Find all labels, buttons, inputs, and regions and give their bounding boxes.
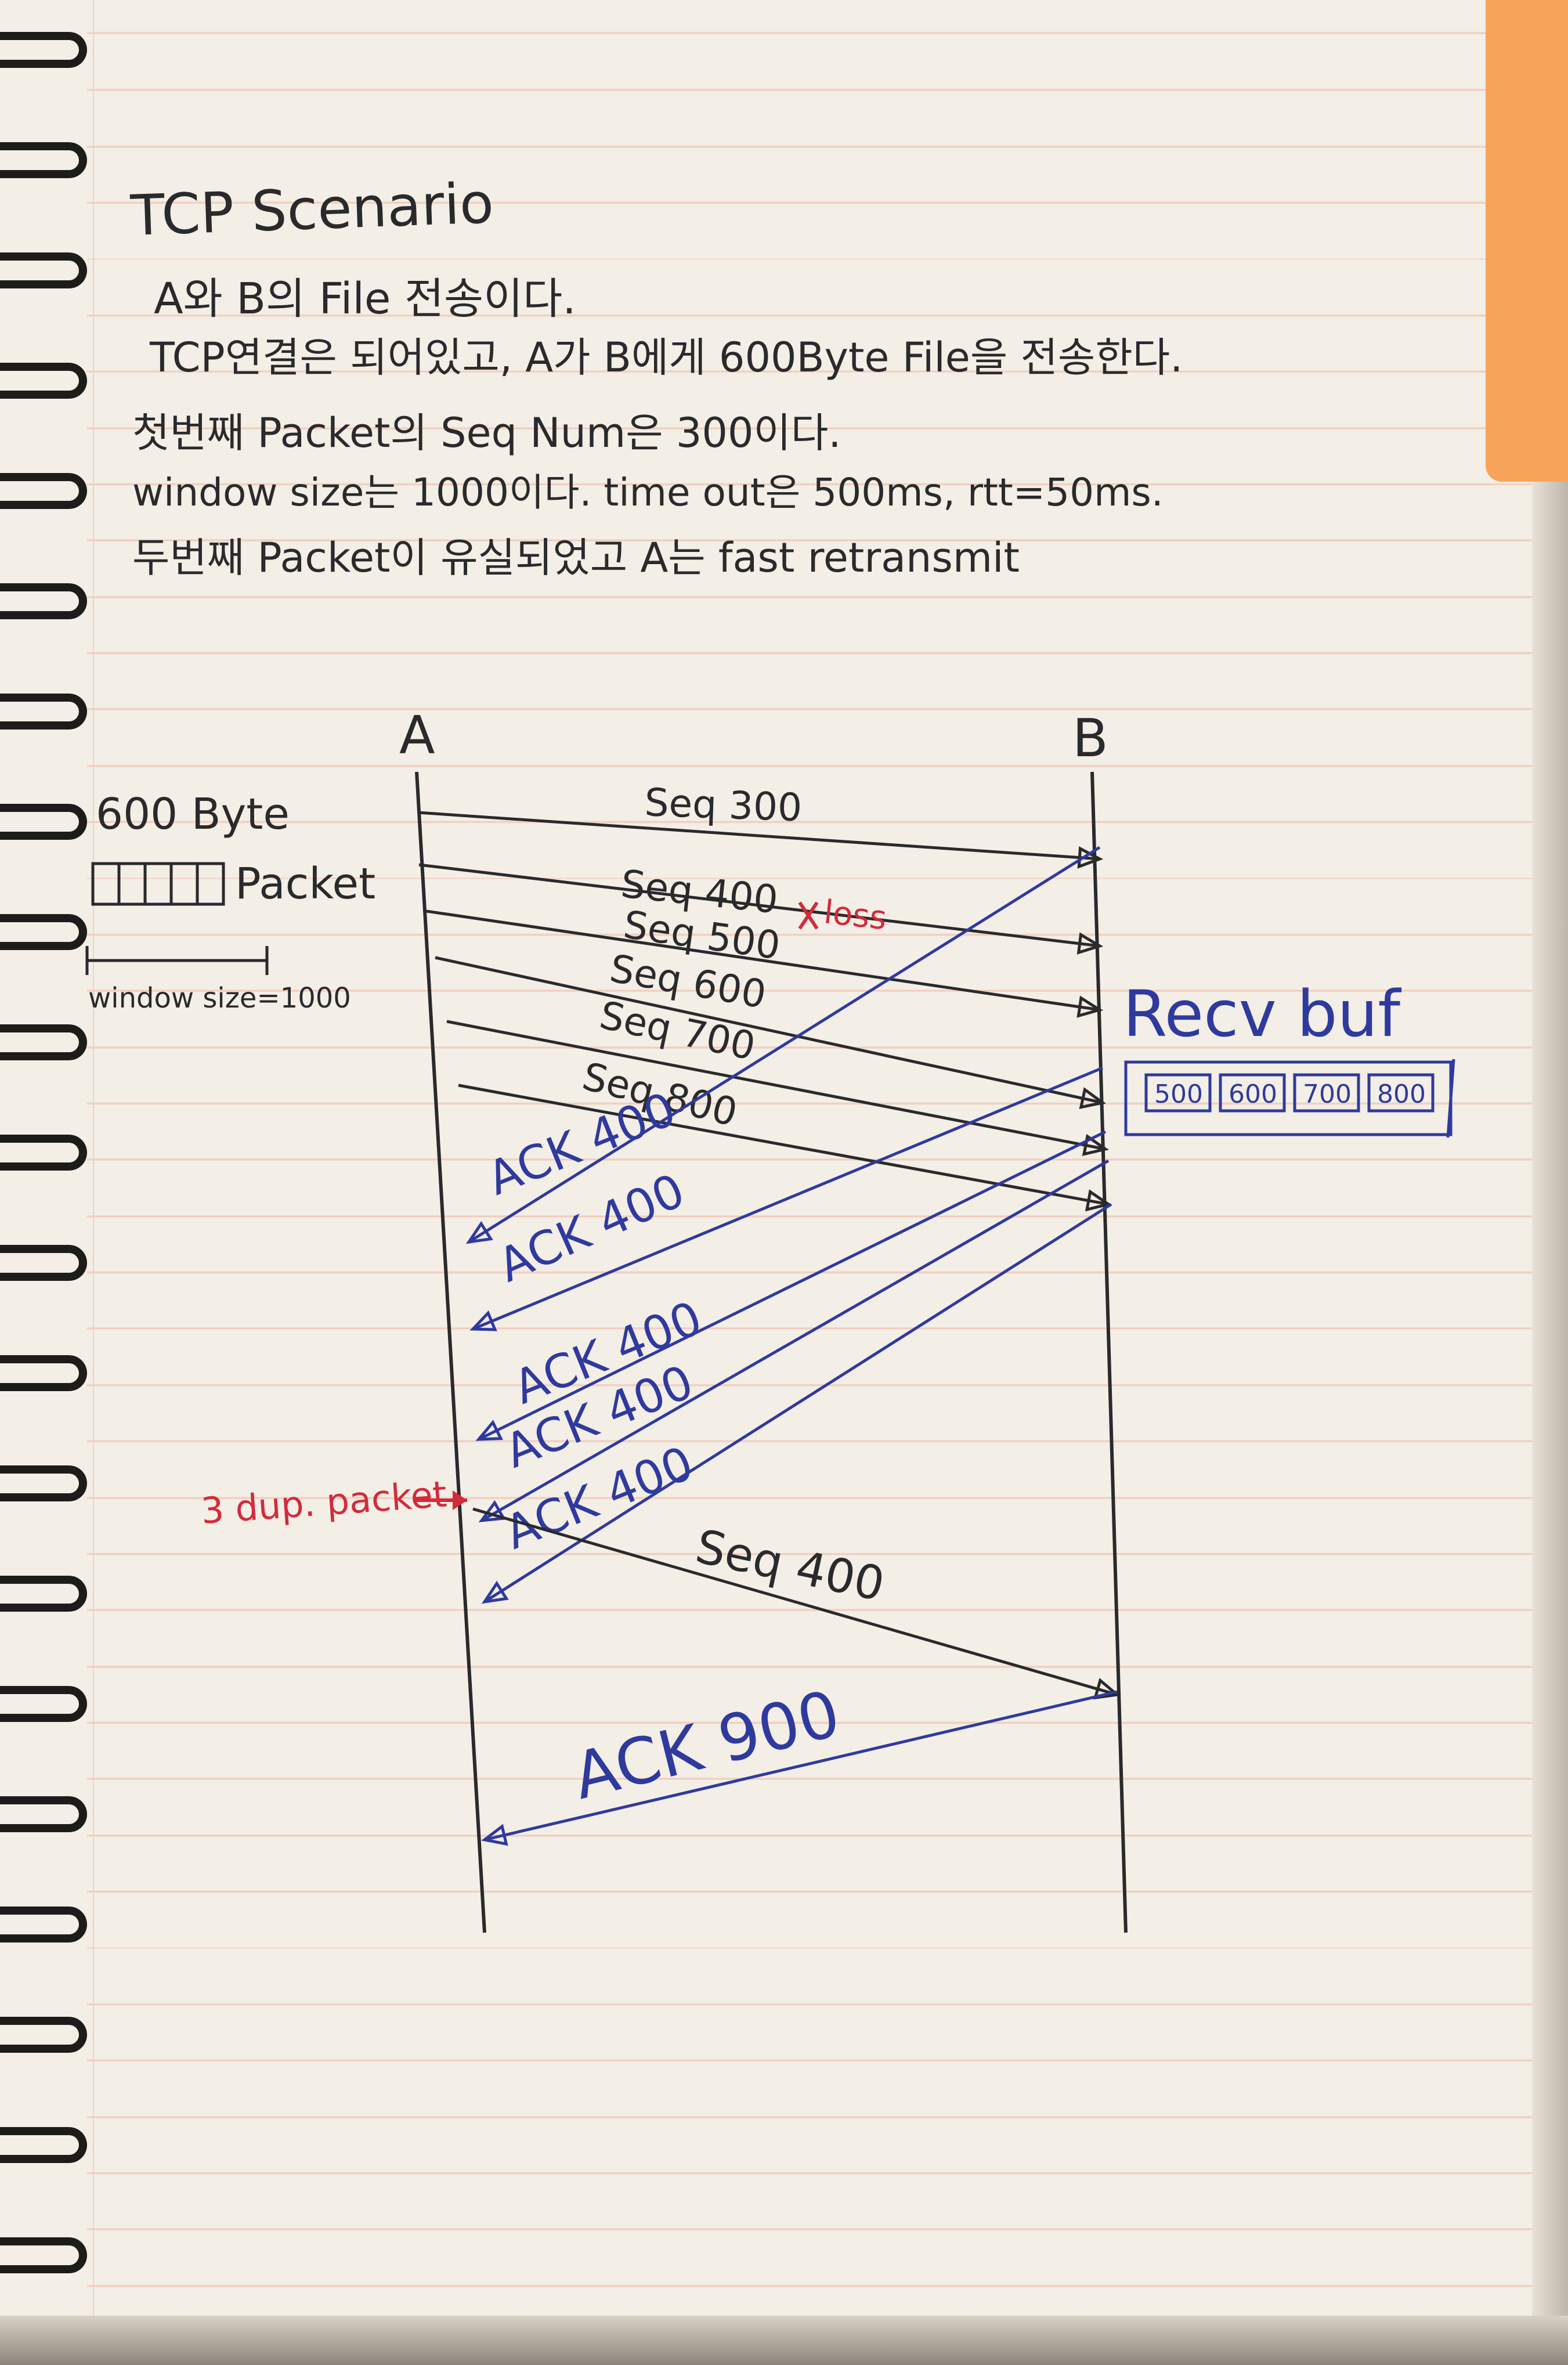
note-line-5: 두번째 Packet이 유실되었고 A는 fast retransmit: [132, 534, 1020, 582]
binding-ring: [0, 1465, 87, 1501]
ack-arrow: [481, 1203, 1112, 1604]
host-a-label: A: [399, 705, 435, 766]
retransmit-label: Seq 400: [691, 1519, 889, 1612]
final-ack-label: ACK 900: [566, 1676, 847, 1814]
segment-arrow: [446, 1020, 1110, 1156]
recv-buf-title: Recv buf: [1123, 977, 1401, 1051]
recv-buf-cell-label: 600: [1229, 1079, 1277, 1109]
segment-arrow: [418, 863, 1104, 955]
recv-buf-cells: 500 600 700 800: [1144, 1073, 1435, 1113]
recv-buf-cell-label: 700: [1303, 1079, 1352, 1109]
ack-arrow: [478, 1159, 1110, 1523]
binding-ring: [0, 583, 87, 619]
legend-window-label: window size=1000: [88, 982, 351, 1014]
recv-buf-cell-label: 800: [1377, 1079, 1426, 1109]
page-bottom-shadow: [0, 2316, 1568, 2365]
loss-label: loss: [822, 893, 888, 937]
final-ack-arrow: [481, 1690, 1118, 1846]
ruled-lines: [87, 0, 1532, 2365]
segment-label: Seq 300: [644, 780, 803, 830]
note-line-4: window size는 1000이다. time out은 500ms, rt…: [132, 470, 1164, 515]
recv-buf-cell: 500: [1144, 1073, 1212, 1113]
recv-buf-cell: 800: [1367, 1073, 1435, 1113]
binding-ring: [0, 2237, 87, 2273]
host-a-timeline: [415, 771, 486, 1933]
segment-arrow: [435, 956, 1106, 1110]
binding-ring: [0, 142, 87, 178]
page-edge-shadow: [1532, 482, 1568, 2365]
recv-buf-cell: 700: [1293, 1073, 1360, 1113]
binding-ring: [0, 2017, 87, 2053]
legend-packet-boxes: [91, 862, 225, 906]
segment-arrow: [426, 909, 1104, 1018]
dup-note-arrowhead: [453, 1490, 467, 1510]
note-line-2: TCP연결은 되어있고, A가 B에게 600Byte File을 전송한다.: [150, 334, 1183, 381]
binding-ring: [0, 1245, 87, 1281]
ack-arrow: [475, 1130, 1107, 1441]
retransmit-arrow: [472, 1507, 1121, 1700]
loss-marker: [798, 901, 819, 930]
legend-bytes: 600 Byte: [96, 789, 290, 839]
note-line-3: 첫번째 Packet의 Seq Num은 300이다.: [132, 409, 841, 457]
dup-note-label: 3 dup. packet: [200, 1473, 448, 1532]
host-b-timeline: [1090, 771, 1128, 1933]
binding-ring: [0, 1355, 87, 1391]
recv-buf-box: [1124, 1059, 1455, 1138]
ack-arrow: [469, 1066, 1103, 1331]
legend-packet-label: Packet: [235, 859, 376, 909]
recv-buf-cell: 600: [1219, 1073, 1286, 1113]
host-b-label: B: [1072, 708, 1108, 769]
note-line-1: A와 B의 File 전송이다.: [154, 274, 576, 324]
margin-line: [93, 0, 94, 2365]
binding-ring: [0, 1576, 87, 1612]
legend-window-bracket: [85, 946, 269, 975]
orange-index-tab: [1486, 0, 1568, 482]
binding-ring: [0, 2127, 87, 2163]
recv-buf-cell-label: 500: [1154, 1079, 1203, 1109]
ack-arrow: [465, 846, 1101, 1244]
